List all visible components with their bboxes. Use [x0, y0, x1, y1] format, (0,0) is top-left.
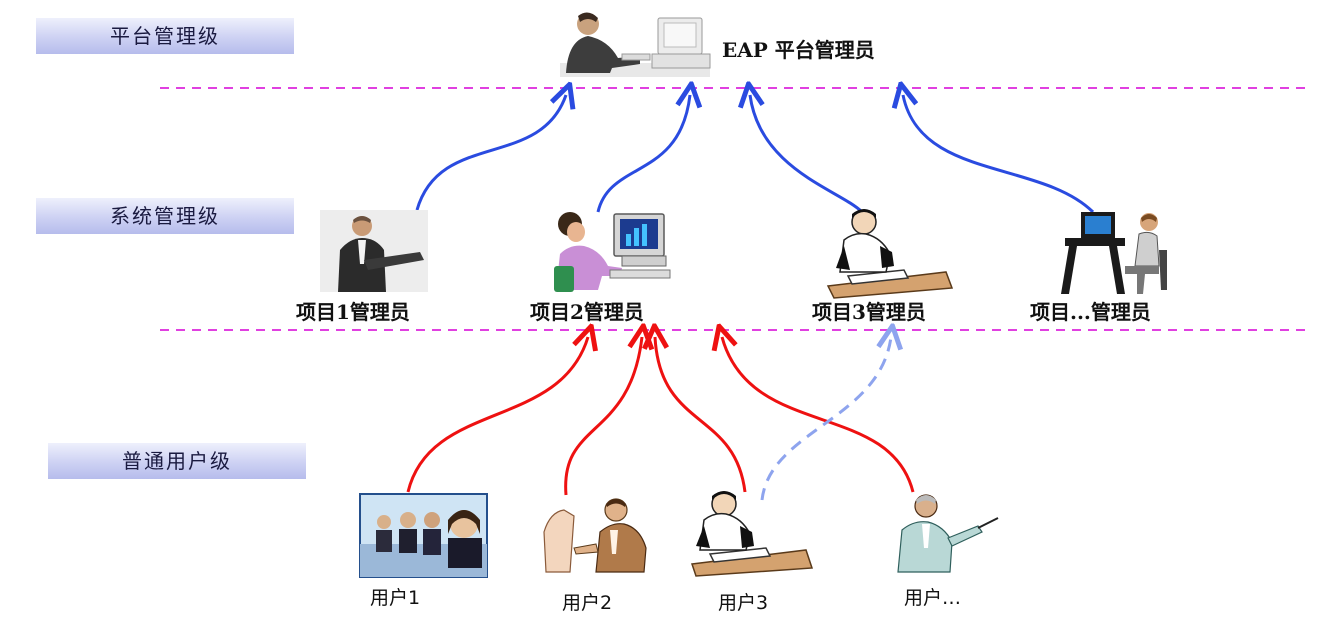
project-admin-label-3: 项目3管理员 [812, 300, 926, 324]
project-admin-label-1: 项目1管理员 [296, 300, 410, 324]
level-label-user: 普通用户级 [48, 443, 306, 479]
project-admin-label-n: 项目...管理员 [1030, 300, 1151, 324]
project-admin-label-2: 项目2管理员 [530, 300, 644, 324]
arrow-adminN-to-platform [903, 95, 1095, 214]
user-label-2: 用户2 [562, 592, 613, 614]
presenter-icon [897, 494, 999, 573]
arrow-user2-to-admin2 [564, 337, 642, 496]
user-label-n: 用户… [904, 587, 962, 609]
arrow-user3-to-admin3-dashed [760, 337, 891, 501]
man-with-laptop-icon [320, 210, 428, 292]
arrow-admin3-to-platform [750, 95, 864, 214]
woman-at-computer-icon [554, 212, 671, 292]
meeting-group-photo-icon [359, 493, 488, 578]
arrow-admin1-to-platform [415, 95, 566, 211]
arrow-user3-to-admin2 [655, 337, 747, 493]
man-at-desk-thinking-icon [690, 491, 814, 577]
arrow-userN-to-admin2 [722, 337, 915, 493]
level-label-platform: 平台管理级 [36, 18, 294, 54]
user-label-3: 用户3 [718, 592, 769, 614]
arrow-admin2-to-platform [596, 95, 690, 213]
level-label-system: 系统管理级 [36, 198, 294, 234]
person-at-workstation-icon [1061, 212, 1167, 294]
man-at-desk-thinking-icon [826, 209, 954, 299]
arrow-user1-to-admin2 [406, 337, 588, 493]
person-at-computer-icon [560, 12, 711, 77]
user-label-1: 用户1 [370, 587, 421, 609]
man-pointing-icon [543, 498, 647, 573]
platform-admin-label: EAP 平台管理员 [722, 38, 875, 62]
